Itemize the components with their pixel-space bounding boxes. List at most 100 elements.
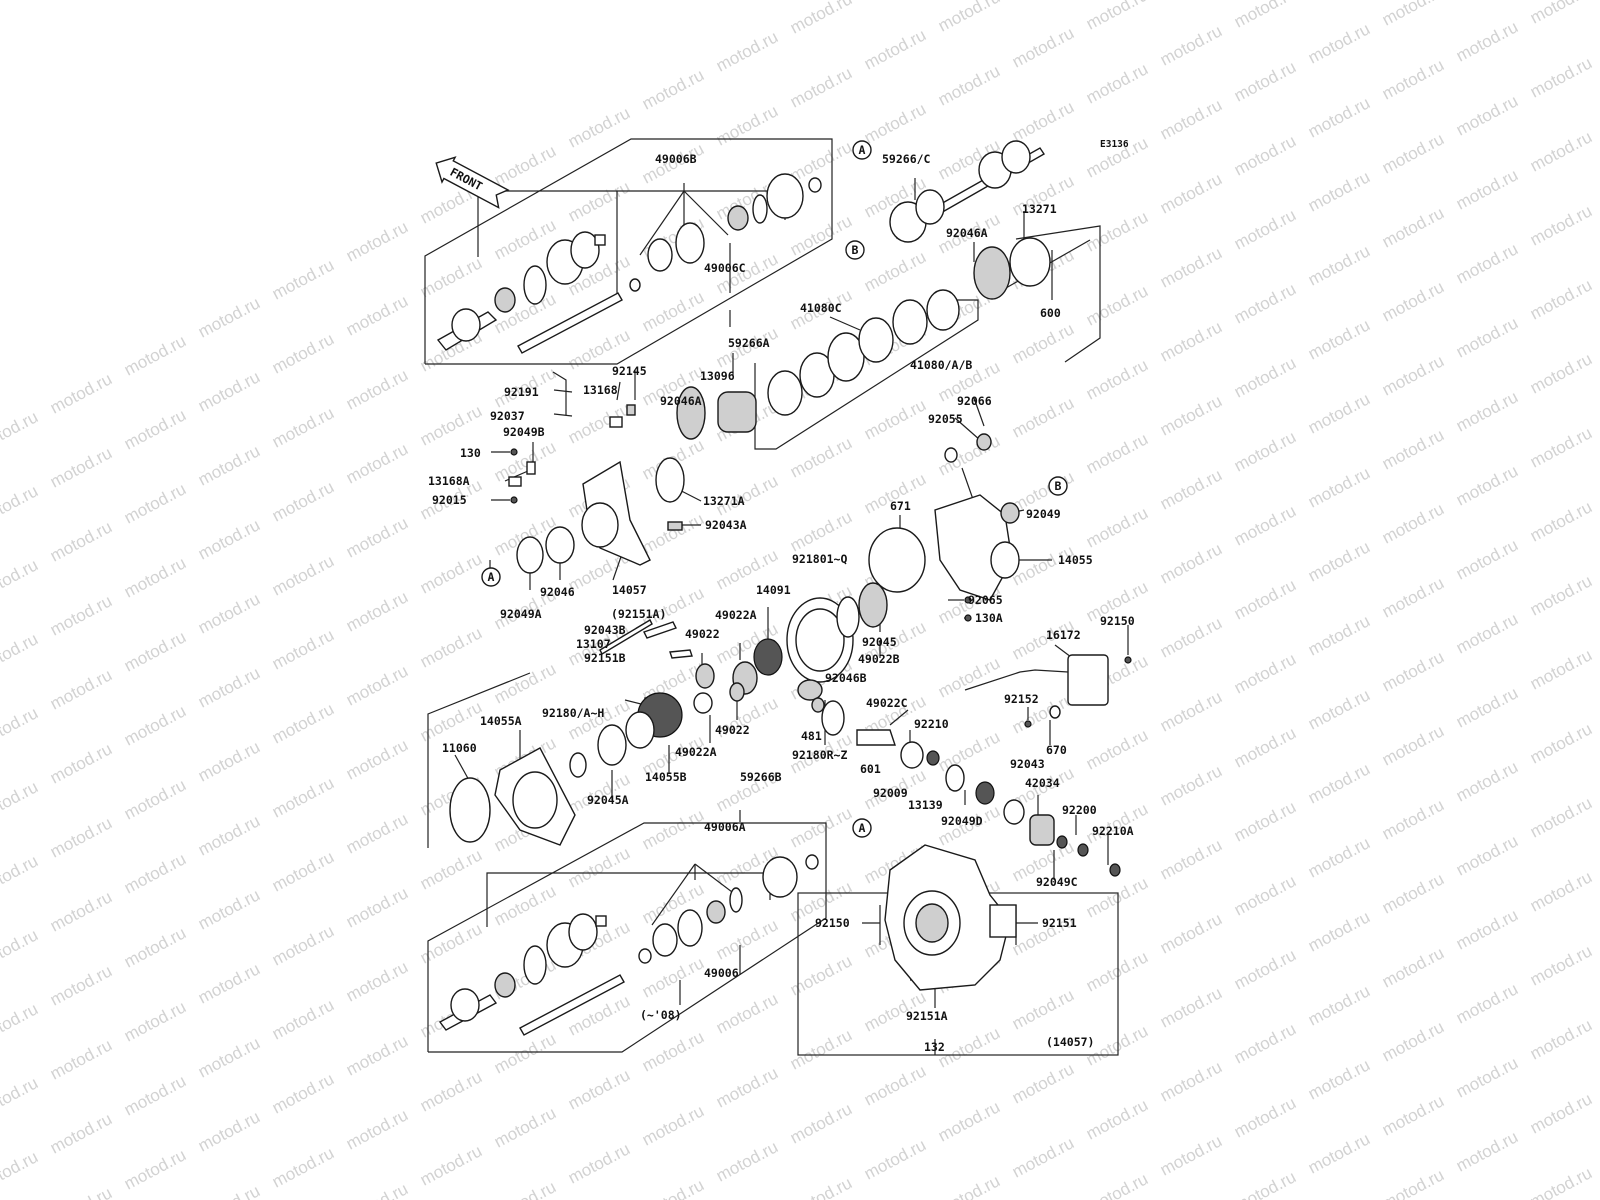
label-14057: 14057 [612, 583, 647, 597]
watermark-text: motod.ru [343, 291, 411, 339]
label-92150-box: 92150 [815, 916, 850, 930]
watermark-text: motod.ru [1157, 95, 1225, 143]
watermark-text: motod.ru [639, 287, 707, 335]
watermark-text: motod.ru [1453, 165, 1521, 213]
watermark-text: motod.ru [0, 999, 41, 1047]
watermark-text: motod.ru [1231, 723, 1299, 771]
watermark-text: motod.ru [269, 699, 337, 747]
label-13096: 13096 [700, 369, 735, 383]
watermark-text: motod.ru [121, 1145, 189, 1193]
watermark-text: motod.ru [1231, 871, 1299, 919]
watermark-text: motod.ru [935, 1023, 1003, 1071]
watermark-text: motod.ru [491, 437, 559, 485]
watermark-text: motod.ru [195, 737, 263, 785]
watermark-text: motod.ru [935, 61, 1003, 109]
watermark-text: motod.ru [861, 1135, 929, 1183]
label-08: (~'08) [640, 1008, 682, 1022]
watermark-text: motod.ru [1379, 647, 1447, 695]
label-92151b: 92151B [584, 651, 626, 665]
watermark-text: motod.ru [565, 399, 633, 447]
watermark-text: motod.ru [1009, 985, 1077, 1033]
label-92150-right: 92150 [1100, 614, 1135, 628]
watermark-text: motod.ru [269, 403, 337, 451]
watermark-text: motod.ru [343, 1031, 411, 1079]
label-670: 670 [1046, 743, 1067, 757]
watermark-text: motod.ru [491, 1029, 559, 1077]
label-92210a: 92210A [1092, 824, 1134, 838]
watermark-text: motod.ru [0, 629, 41, 677]
label-13139: 13139 [908, 798, 943, 812]
label-130: 130 [460, 446, 481, 460]
watermark-text: motod.ru [1305, 981, 1373, 1029]
label-59266a: 59266A [728, 336, 770, 350]
label-14055a: 14055A [480, 714, 522, 728]
watermark-text: motod.ru [787, 63, 855, 111]
watermark-text: motod.ru [1157, 761, 1225, 809]
watermark-text: motod.ru [1009, 393, 1077, 441]
watermark-text: motod.ru [195, 1107, 263, 1155]
label-92049b: 92049B [503, 425, 545, 439]
watermark-text: motod.ru [47, 665, 115, 713]
watermark-text: motod.ru [195, 441, 263, 489]
watermark-text: motod.ru [1231, 797, 1299, 845]
callout-a-1: A [859, 143, 866, 157]
watermark-text: motod.ru [1453, 461, 1521, 509]
watermark-text: motod.ru [787, 1173, 855, 1200]
watermark-text: motod.ru [1157, 391, 1225, 439]
watermark-text: motod.ru [1453, 239, 1521, 287]
watermark-text: motod.ru [1305, 759, 1373, 807]
watermark-text: motod.ru [1231, 205, 1299, 253]
label-49006: 49006 [704, 966, 739, 980]
watermark-text: motod.ru [1527, 1089, 1595, 1137]
label-49022a-top: 49022A [715, 608, 757, 622]
part-labels: E3136 49006B 59266/C 13271 92046A 49006C… [428, 139, 1135, 1054]
watermark-text: motod.ru [1527, 645, 1595, 693]
watermark-text: motod.ru [269, 255, 337, 303]
watermark-text: motod.ru [417, 549, 485, 597]
watermark-text: motod.ru [1453, 757, 1521, 805]
watermark-text: motod.ru [713, 27, 781, 75]
watermark-text: motod.ru [1083, 207, 1151, 255]
callout-b-1: B [852, 243, 859, 257]
watermark-text: motod.ru [639, 65, 707, 113]
watermark-text: motod.ru [1527, 867, 1595, 915]
watermark-text: motod.ru [935, 653, 1003, 701]
label-92065: 92065 [968, 593, 1003, 607]
watermark-text: motod.ru [1009, 1133, 1077, 1181]
watermark-text: motod.ru [713, 101, 781, 149]
watermark-text: motod.ru [935, 0, 1003, 36]
watermark-text: motod.ru [1305, 1129, 1373, 1177]
watermark-text: motod.ru [1527, 941, 1595, 989]
watermark-text: motod.ru [1379, 573, 1447, 621]
watermark-text: motod.ru [1453, 979, 1521, 1027]
watermark-text: motod.ru [1527, 793, 1595, 841]
label-49022-mid: 49022 [715, 723, 750, 737]
watermark-text: motod.ru [47, 813, 115, 861]
watermark-text: motod.ru [1527, 349, 1595, 397]
watermark-text: motod.ru [0, 851, 41, 899]
label-13168: 13168 [583, 383, 618, 397]
watermark-text: motod.ru [195, 589, 263, 637]
label-13271a: 13271A [703, 494, 745, 508]
watermark-text: motod.ru [1231, 131, 1299, 179]
label-42034: 42034 [1025, 776, 1060, 790]
watermark-text: motod.ru [1305, 907, 1373, 955]
watermark-text: motod.ru [1157, 317, 1225, 365]
label-49022a-bot: 49022A [675, 745, 717, 759]
label-92049a: 92049A [500, 607, 542, 621]
watermark-text: motod.ru [269, 477, 337, 525]
watermark-text: motod.ru [1157, 613, 1225, 661]
watermark-text: motod.ru [1157, 1131, 1225, 1179]
watermark-text: motod.ru [1453, 831, 1521, 879]
watermark-text: motod.ru [1083, 355, 1151, 403]
watermark-text: motod.ru [47, 739, 115, 787]
watermark-text: motod.ru [417, 401, 485, 449]
watermark-text: motod.ru [1083, 1169, 1151, 1200]
label-92015: 92015 [432, 493, 467, 507]
label-14055: 14055 [1058, 553, 1093, 567]
watermark-text: motod.ru [343, 587, 411, 635]
label-14055b: 14055B [645, 770, 687, 784]
watermark-text: motod.ru [269, 329, 337, 377]
watermark-text: motod.ru [1157, 1057, 1225, 1105]
